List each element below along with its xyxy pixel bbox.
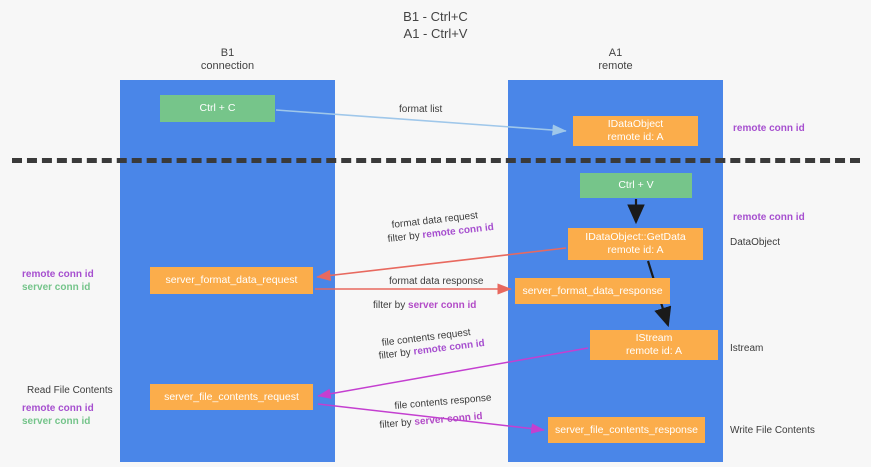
diagram-title-line-1: B1 - Ctrl+C (403, 9, 468, 24)
node-server-format-data-request[interactable]: server_format_data_request (150, 267, 313, 294)
node-ctrl-v[interactable]: Ctrl + V (580, 173, 692, 198)
filter-prefix: filter by (373, 300, 409, 311)
annotation-dataobject: DataObject (730, 237, 781, 248)
filter-key-server-conn-id: server conn id (413, 410, 484, 428)
annotation-left-remote-conn-id-mid: remote conn id (22, 269, 94, 280)
filter-prefix: filter by (387, 230, 424, 245)
diagram-title: B1 - Ctrl+C A1 - Ctrl+V (0, 8, 871, 42)
annotation-left-server-conn-id-mid: server conn id (22, 282, 91, 293)
node-getdata-line-2: remote id: A (607, 244, 664, 256)
column-header-b1-role: connection (200, 60, 255, 72)
node-idataobject[interactable]: IDataObject remote id: A (573, 116, 698, 146)
column-header-a1: A1 remote (508, 47, 723, 73)
annotation-remote-conn-id-top: remote conn id (733, 123, 805, 134)
annotation-istream: Istream (730, 343, 764, 354)
node-server-file-contents-response-label: server_file_contents_response (554, 423, 698, 436)
annotation-left-remote-conn-id-bottom: remote conn id (22, 403, 94, 414)
node-server-file-contents-request-label: server_file_contents_request (164, 390, 299, 403)
node-istream-line-2: remote id: A (625, 345, 683, 357)
edge-label-format-data-response: format data response (389, 276, 484, 287)
column-header-b1-name: B1 (220, 47, 235, 59)
node-idataobject-line-2: remote id: A (607, 131, 664, 143)
node-idataobject-line-1: IDataObject (607, 118, 664, 130)
node-istream-line-1: IStream (635, 332, 673, 344)
edge-label-format-data-response-filter: filter by server conn id (373, 299, 476, 312)
node-idataobject-getdata[interactable]: IDataObject::GetData remote id: A (568, 228, 703, 260)
phase-divider (12, 158, 860, 163)
node-ctrl-v-label: Ctrl + V (618, 179, 654, 191)
annotation-remote-conn-id-mid: remote conn id (733, 212, 805, 223)
annotation-left-server-conn-id-bottom: server conn id (22, 416, 91, 427)
filter-prefix: filter by (379, 416, 415, 431)
filter-key-server-conn-id: server conn id (408, 300, 477, 311)
node-server-file-contents-response[interactable]: server_file_contents_response (548, 417, 705, 443)
edge-label-file-contents-response-filter: filter by server conn id (379, 410, 483, 432)
filter-prefix: filter by (378, 346, 415, 362)
node-ctrl-c[interactable]: Ctrl + C (160, 95, 275, 122)
column-header-a1-role: remote (598, 60, 633, 72)
node-server-file-contents-request[interactable]: server_file_contents_request (150, 384, 313, 410)
node-getdata-line-1: IDataObject::GetData (585, 231, 686, 243)
node-server-format-data-response[interactable]: server_format_data_response (515, 278, 670, 304)
diagram-title-line-2: A1 - Ctrl+V (403, 26, 468, 41)
annotation-read-file-contents: Read File Contents (27, 385, 113, 396)
node-server-format-data-request-label: server_format_data_request (165, 274, 298, 286)
node-ctrl-c-label: Ctrl + C (199, 102, 236, 114)
edge-label-format-list: format list (399, 104, 443, 115)
annotation-write-file-contents: Write File Contents (730, 425, 815, 436)
column-header-a1-name: A1 (608, 47, 623, 59)
column-header-b1: B1 connection (120, 47, 335, 73)
node-server-format-data-response-label: server_format_data_response (522, 284, 663, 297)
node-istream[interactable]: IStream remote id: A (590, 330, 718, 360)
